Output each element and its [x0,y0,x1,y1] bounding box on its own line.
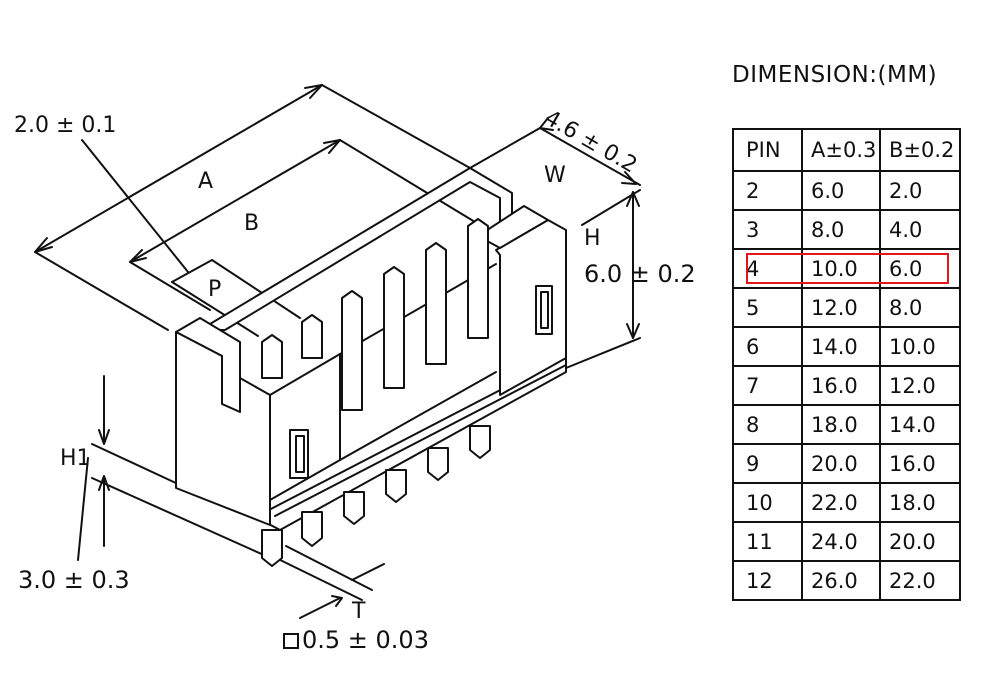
dim-h-label: H [584,226,601,251]
cell-pin: 3 [732,209,803,250]
dimension-a [34,84,471,331]
cell-pin: 11 [732,521,803,562]
dimension-table-title: DIMENSION:(MM) [732,62,938,88]
dimension-width [469,117,641,226]
h1-tolerance-label: 3.0 ± 0.3 [18,566,130,594]
cell-a: 24.0 [801,521,881,562]
connector-body [175,167,567,531]
dim-t-label: T [351,599,366,624]
cell-a: 26.0 [801,560,881,601]
dimension-height [565,191,641,369]
cell-a: 6.0 [801,170,881,211]
header-b: B±0.2 [879,128,961,172]
cell-pin: 6 [732,326,803,367]
cell-a: 16.0 [801,365,881,406]
cell-pin: 4 [732,248,803,289]
dim-p-label: P [208,277,221,302]
cell-b: 2.0 [879,170,961,211]
cell-b: 12.0 [879,365,961,406]
pin-tolerance-label: 0.5 ± 0.03 [302,626,429,654]
cell-a: 22.0 [801,482,881,523]
dim-w-label: W [544,163,566,188]
height-tolerance-label: 6.0 ± 0.2 [584,260,696,288]
dimension-h1 [77,375,267,561]
dimension-b [129,139,476,311]
cell-pin: 9 [732,443,803,484]
dim-a-label: A [198,169,213,194]
dim-h1-label: H1 [60,446,91,471]
cell-b: 10.0 [879,326,961,367]
cell-pin: 7 [732,365,803,406]
cell-b: 18.0 [879,482,961,523]
dim-b-label: B [244,211,259,236]
cell-a: 14.0 [801,326,881,367]
cell-pin: 10 [732,482,803,523]
cell-a: 10.0 [801,248,881,289]
cell-a: 20.0 [801,443,881,484]
cell-b: 4.0 [879,209,961,250]
cell-b: 20.0 [879,521,961,562]
cell-b: 8.0 [879,287,961,328]
header-pin: PIN [732,128,803,172]
pitch-tolerance-label: 2.0 ± 0.1 [14,113,116,138]
cell-a: 18.0 [801,404,881,445]
cell-a: 8.0 [801,209,881,250]
pitch-leader [81,139,189,273]
dimension-t [271,545,385,619]
dimension-p [171,259,301,337]
cell-pin: 5 [732,287,803,328]
square-pin-icon [283,633,299,649]
cell-b: 14.0 [879,404,961,445]
cell-pin: 2 [732,170,803,211]
table-header-row: PIN A±0.3 B±0.2 [732,128,961,172]
header-a: A±0.3 [801,128,881,172]
cell-pin: 12 [732,560,803,601]
cell-a: 12.0 [801,287,881,328]
cell-b: 6.0 [879,248,961,289]
pins [261,218,489,411]
cell-b: 16.0 [879,443,961,484]
bottom-pins [261,425,491,567]
cell-pin: 8 [732,404,803,445]
cell-b: 22.0 [879,560,961,601]
